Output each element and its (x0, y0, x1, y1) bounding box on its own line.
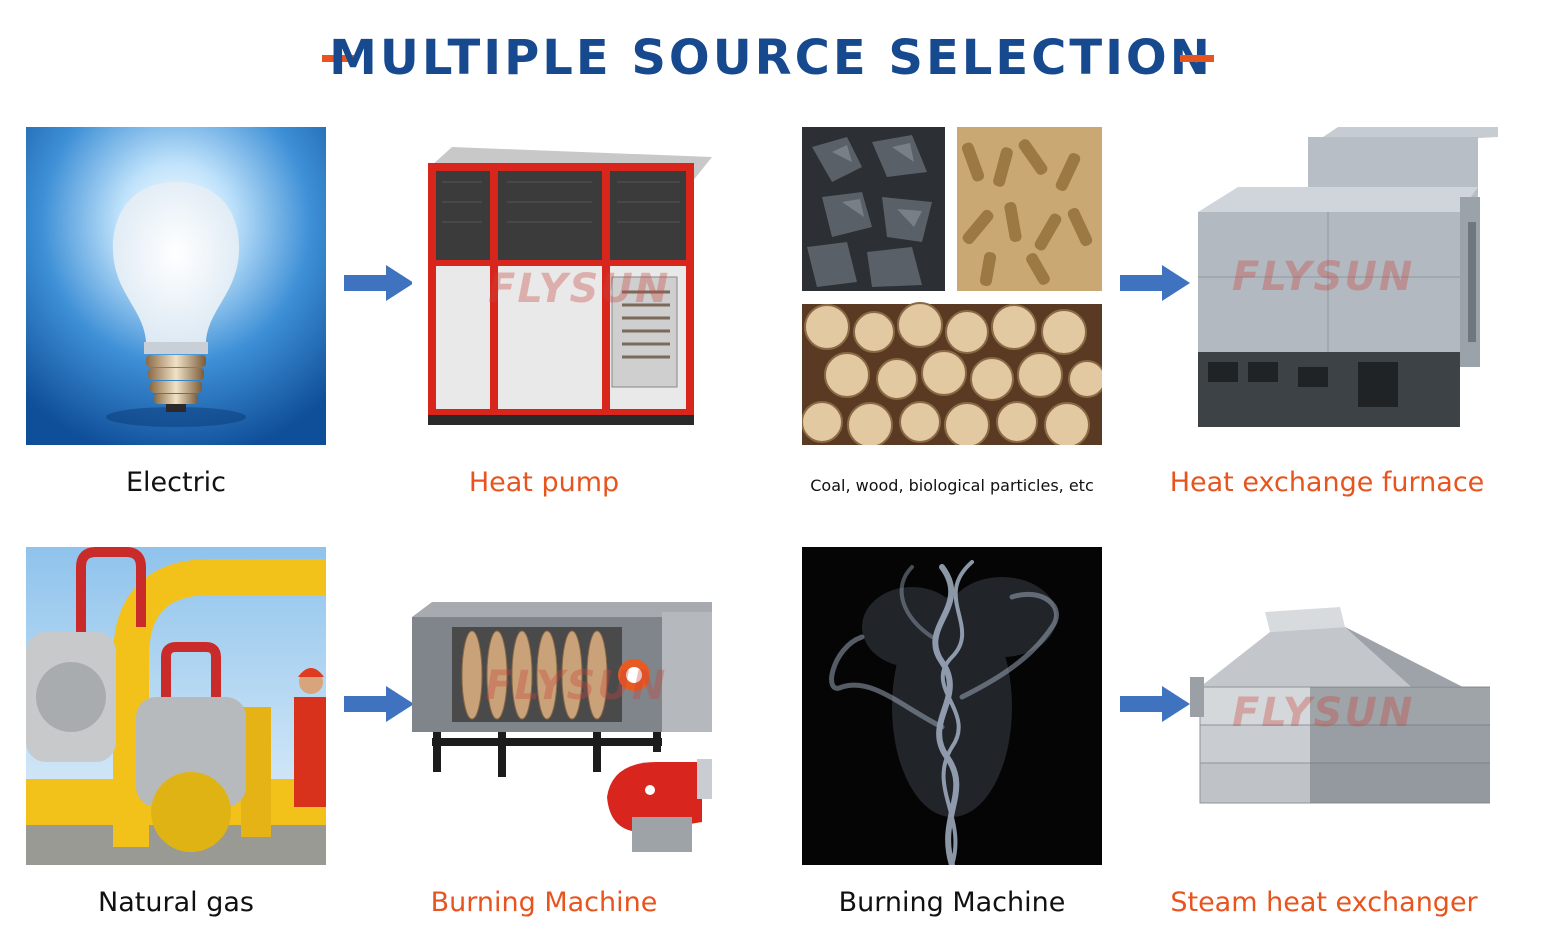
title-dash-left (322, 55, 356, 62)
burning-machine-image (412, 547, 712, 865)
label-steam-heat-exchanger: Steam heat exchanger (1170, 887, 1478, 918)
watermark-steam-exchanger: FLYSUN (1232, 690, 1415, 736)
heat-pump-image (412, 127, 712, 445)
watermark-burning-machine: FLYSUN (485, 663, 668, 709)
heat-exchange-furnace-image (1198, 127, 1498, 445)
steam-heat-exchanger-image (1190, 547, 1490, 865)
natural-gas-image (26, 547, 326, 865)
watermark-furnace: FLYSUN (1232, 254, 1415, 300)
watermark-heat-pump: FLYSUN (488, 266, 671, 312)
arrow-right-icon (344, 265, 414, 301)
fuel-collage-image (802, 127, 1102, 445)
label-burning-machine-1: Burning Machine (430, 887, 658, 918)
title-dash-right (1180, 55, 1214, 62)
label-heat-pump: Heat pump (468, 467, 620, 498)
arrow-right-icon (1120, 265, 1190, 301)
label-fuel: Coal, wood, biological particles, etc (810, 476, 1094, 495)
arrow-right-icon (1120, 686, 1190, 722)
label-natural-gas: Natural gas (98, 887, 254, 918)
label-heat-exchange-furnace: Heat exchange furnace (1169, 467, 1485, 498)
smoke-image (802, 547, 1102, 865)
page-title: MULTIPLE SOURCE SELECTION (329, 30, 1213, 86)
label-electric: Electric (125, 467, 227, 498)
label-burning-machine-2: Burning Machine (838, 887, 1066, 918)
arrow-right-icon (344, 686, 414, 722)
electric-image (26, 127, 326, 445)
page-header: MULTIPLE SOURCE SELECTION (0, 28, 1542, 88)
